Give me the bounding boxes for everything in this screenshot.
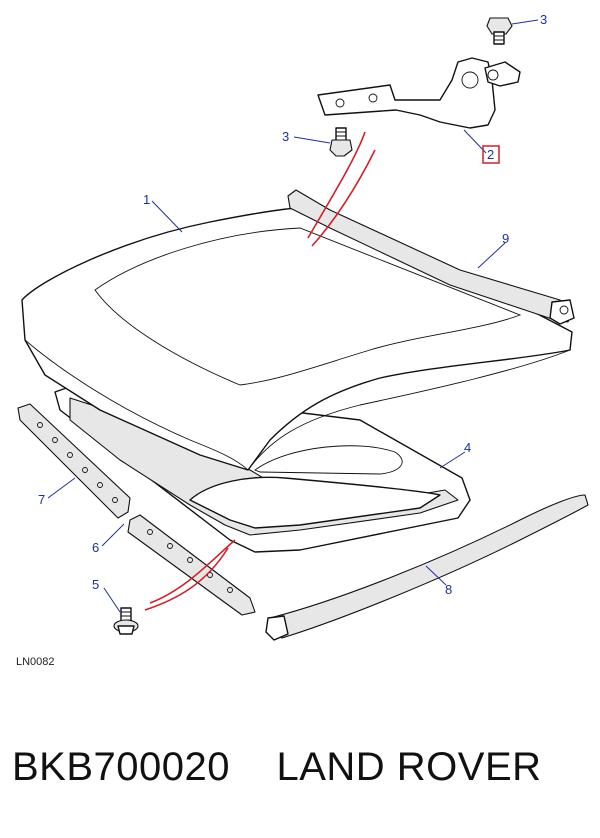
- callout-5: 5: [92, 577, 99, 592]
- callout-8: 8: [445, 582, 452, 597]
- callout-3-left: 3: [282, 129, 289, 144]
- part-7-front-strip: [17, 403, 131, 519]
- guide-lines: [144, 131, 376, 611]
- callout-9: 9: [502, 231, 509, 246]
- part-8-front-seal: [265, 494, 589, 641]
- callout-2-highlight-box: [482, 145, 500, 164]
- callout-3-top: 3: [540, 12, 547, 27]
- callout-7: 7: [38, 492, 45, 507]
- leader-lines: [47, 19, 539, 613]
- brand-name: LAND ROVER: [276, 745, 542, 789]
- part-9-seal-strip: [287, 189, 575, 325]
- caption-spacer: [230, 745, 276, 789]
- part-5-clip: [113, 607, 139, 635]
- part-3-bolt-top: [486, 17, 513, 45]
- part-2-hinge-bracket: [317, 57, 521, 129]
- callout-2: 2: [487, 147, 494, 162]
- callout-1: 1: [143, 192, 150, 207]
- part-3-bolt-left: [329, 127, 353, 157]
- part-number: BKB700020: [12, 745, 231, 789]
- drawing-code: LN0082: [16, 656, 55, 668]
- callout-4: 4: [464, 440, 471, 455]
- part-caption: BKB700020 LAND ROVER: [0, 745, 600, 790]
- callout-6: 6: [92, 540, 99, 555]
